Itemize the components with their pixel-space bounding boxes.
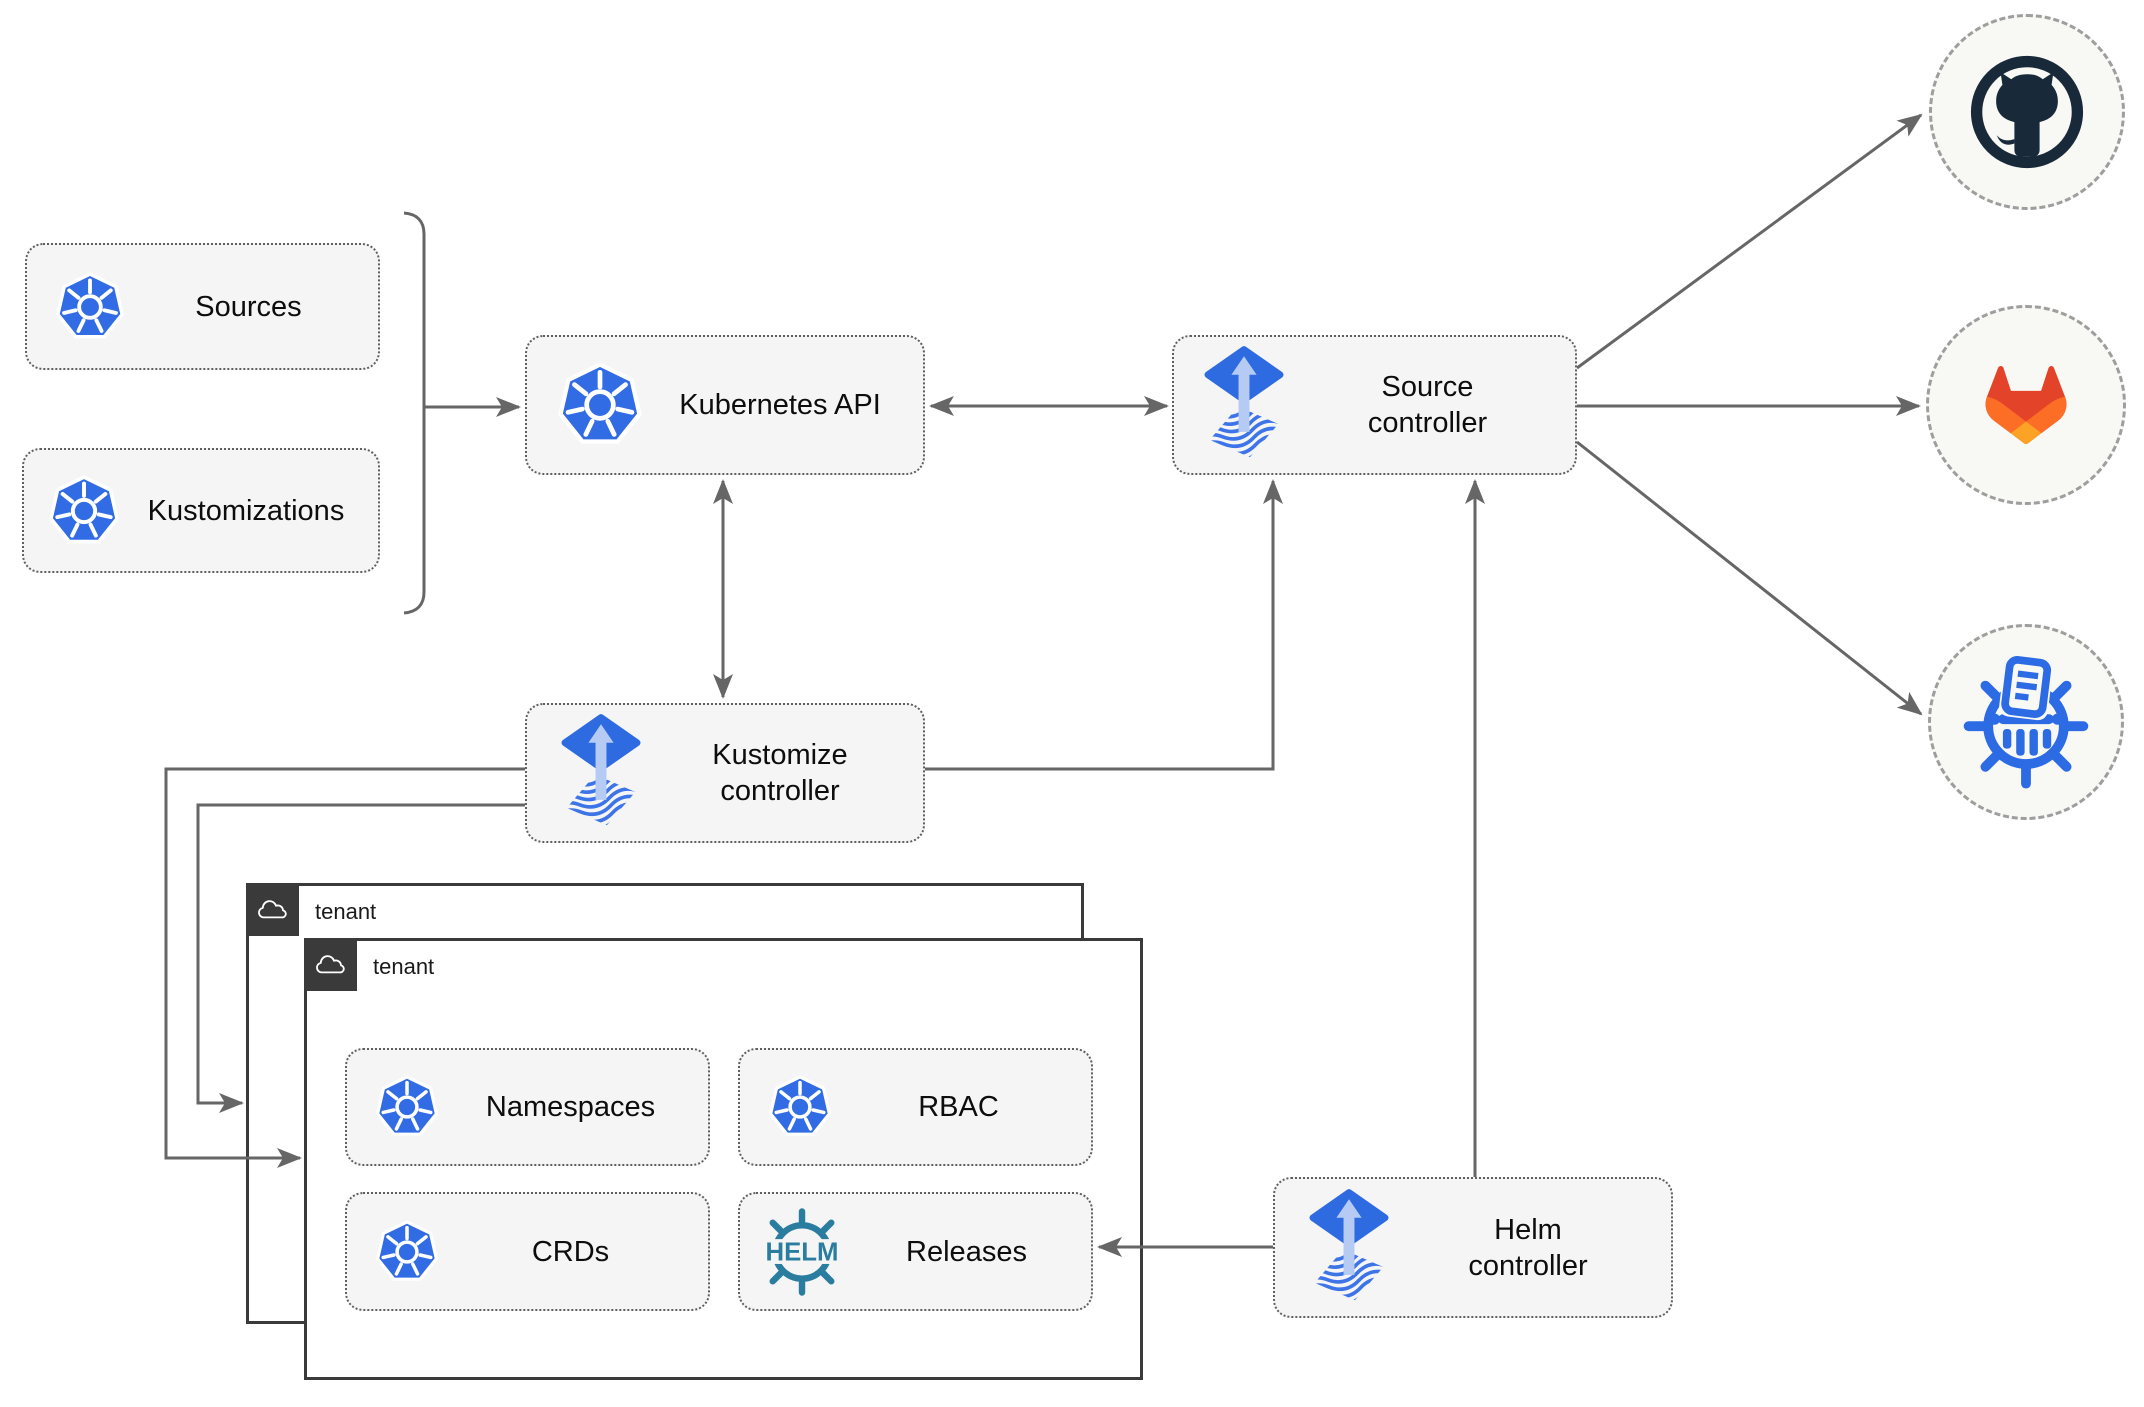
node-label: RBAC — [918, 1091, 999, 1123]
chartmuseum-helm-repository-icon — [1963, 653, 2089, 789]
external-github[interactable] — [1929, 14, 2125, 210]
flux-icon — [1202, 346, 1286, 464]
node-label: CRDs — [531, 1235, 610, 1268]
node-helm-controller[interactable]: Helm controller — [1273, 1177, 1673, 1318]
gitlab-tanuki-icon — [1985, 366, 2067, 444]
arrow-source-to-chartmuseum — [1576, 440, 1923, 716]
node-kustomize-controller[interactable]: Kustomize controller — [525, 703, 925, 843]
bracket-sources-group — [403, 211, 426, 615]
node-label: Sources — [195, 290, 302, 323]
tenant-label: tenant — [315, 899, 377, 924]
node-source-controller[interactable]: Source controller — [1172, 335, 1577, 475]
node-label: Source controller — [1367, 371, 1488, 439]
flux-icon — [559, 714, 643, 832]
github-octocat-icon — [1970, 55, 2084, 169]
svg-text:HELM: HELM — [766, 1238, 839, 1266]
node-kubernetes-api[interactable]: Kubernetes API — [525, 335, 925, 475]
node-label: Kubernetes API — [679, 389, 881, 421]
node-releases[interactable]: HELM Releases — [738, 1192, 1093, 1311]
cloud-tag — [246, 883, 299, 936]
node-label: Kustomizations — [147, 494, 345, 527]
kubernetes-icon — [557, 362, 643, 448]
kubernetes-icon — [375, 1220, 439, 1284]
cloud-icon — [314, 953, 348, 977]
node-rbac[interactable]: RBAC — [738, 1048, 1093, 1166]
kubernetes-icon — [55, 272, 125, 342]
tenant-label: tenant — [373, 954, 435, 979]
kubernetes-icon — [375, 1075, 439, 1139]
kubernetes-icon — [768, 1075, 832, 1139]
flux-icon — [1307, 1189, 1391, 1307]
cloud-icon — [256, 898, 290, 922]
external-chartmuseum[interactable] — [1928, 624, 2124, 820]
node-label: Releases — [906, 1235, 1027, 1268]
kubernetes-icon — [48, 475, 120, 547]
node-label: Kustomize controller — [712, 739, 848, 807]
node-sources[interactable]: Sources — [25, 243, 380, 370]
node-kustomizations[interactable]: Kustomizations — [22, 448, 380, 573]
cloud-tag — [304, 938, 357, 991]
node-label: Helm controller — [1468, 1213, 1588, 1282]
arrow-source-to-github — [1576, 113, 1923, 370]
node-crds[interactable]: CRDs — [345, 1192, 710, 1311]
node-label: Namespaces — [485, 1091, 656, 1123]
helm-logo-icon: HELM — [756, 1206, 848, 1298]
arrow-kustomize-to-source — [925, 479, 1283, 771]
node-namespaces[interactable]: Namespaces — [345, 1048, 710, 1166]
external-gitlab[interactable] — [1926, 305, 2126, 505]
